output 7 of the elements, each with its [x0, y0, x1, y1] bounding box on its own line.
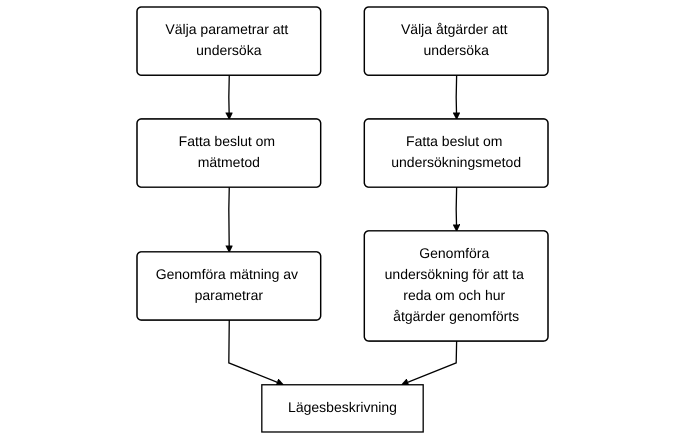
arrow — [452, 76, 460, 120]
arrow — [228, 320, 284, 386]
arrow — [452, 188, 460, 232]
arrow — [401, 341, 458, 386]
arrow — [225, 76, 233, 120]
node-box: Lägesbeskrivning — [261, 384, 424, 433]
arrow — [225, 188, 234, 253]
